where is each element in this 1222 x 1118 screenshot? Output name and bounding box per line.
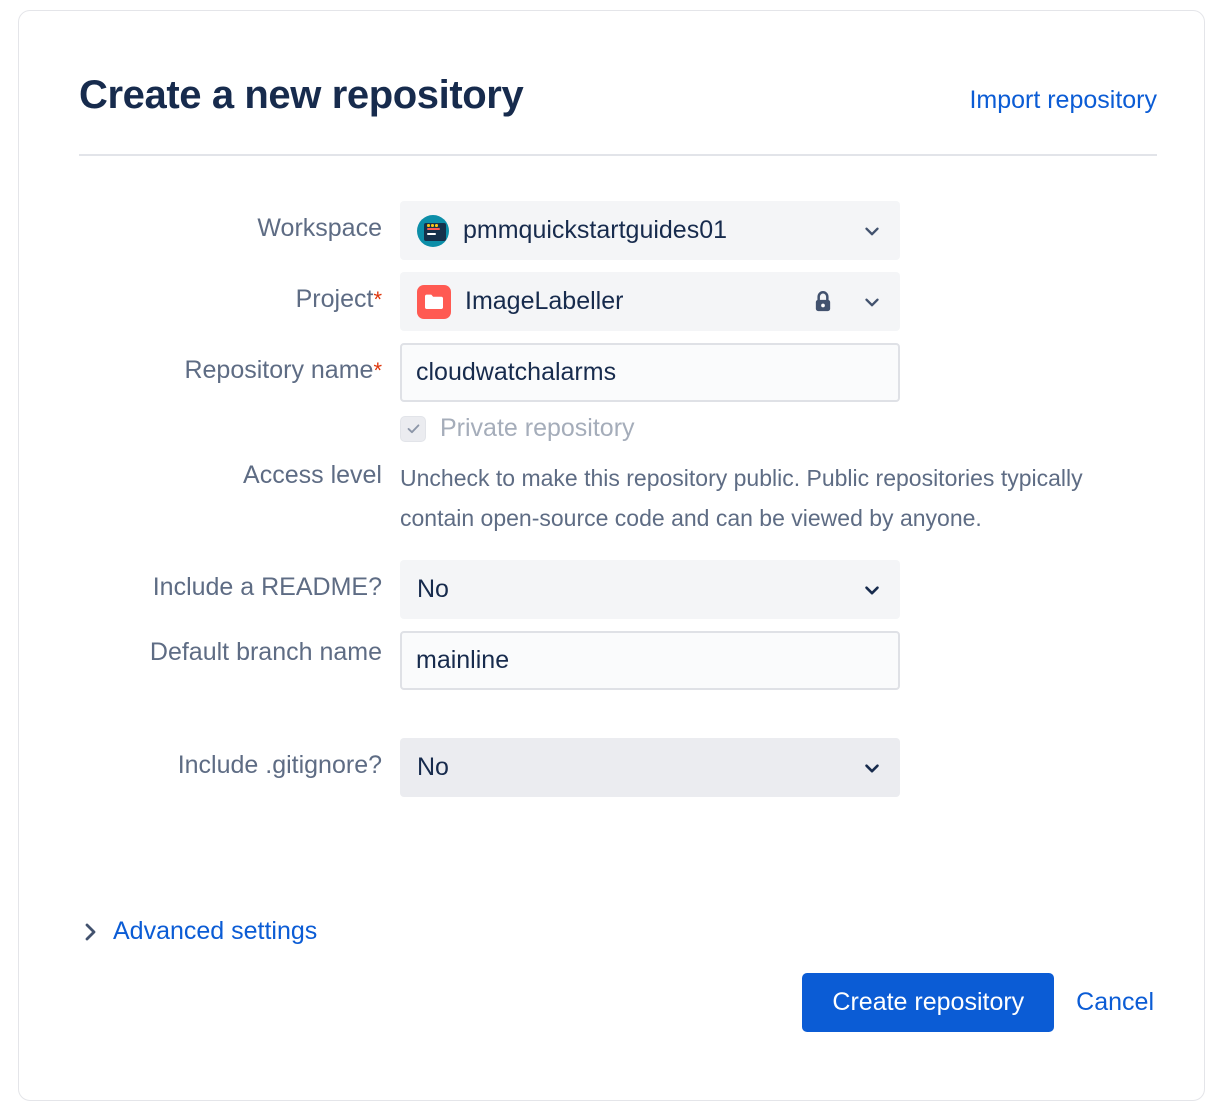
gitignore-select[interactable]: No (400, 738, 900, 798)
form-row-readme: Include a README? No (19, 560, 1204, 620)
import-repository-link[interactable]: Import repository (969, 86, 1157, 114)
readme-label: Include a README? (152, 573, 382, 602)
project-value: ImageLabeller (465, 287, 624, 315)
project-label: Project* (295, 285, 382, 313)
header-divider (79, 154, 1157, 156)
access-level-helper-text: Uncheck to make this repository public. … (400, 465, 1083, 531)
repository-name-input[interactable]: cloudwatchalarms (400, 343, 900, 402)
default-branch-label: Default branch name (149, 638, 382, 667)
private-repository-checkbox[interactable] (400, 415, 426, 442)
workspace-avatar-icon (417, 214, 449, 247)
required-marker: * (373, 287, 382, 312)
gitignore-value: No (417, 753, 449, 782)
repository-name-label: Repository name* (184, 356, 382, 384)
chevron-right-icon (81, 920, 101, 944)
create-repository-button[interactable]: Create repository (802, 973, 1055, 1032)
chevron-down-icon (861, 579, 883, 601)
form-row-default-branch: Default branch name mainline (19, 631, 1204, 691)
check-icon (407, 424, 419, 434)
form-row-project: Project* ImageLabeller (19, 272, 1204, 331)
workspace-value: pmmquickstartguides01 (463, 216, 728, 244)
advanced-settings-label: Advanced settings (113, 917, 318, 945)
chevron-down-icon (861, 220, 883, 242)
readme-select[interactable]: No (400, 560, 900, 620)
form-row-workspace: Workspace pmmquickstartguides01 (19, 201, 1204, 260)
chevron-down-icon (861, 757, 883, 779)
form-actions: Create repository Cancel (802, 973, 1154, 1032)
access-level-label: Access level (243, 461, 382, 490)
required-marker: * (373, 358, 382, 383)
workspace-select[interactable]: pmmquickstartguides01 (400, 201, 900, 260)
default-branch-input[interactable]: mainline (400, 631, 900, 691)
chevron-down-icon (861, 291, 883, 313)
page-title: Create a new repository (79, 73, 524, 117)
folder-icon (417, 284, 451, 319)
repository-name-value: cloudwatchalarms (416, 358, 617, 386)
create-repository-card: Create a new repository Import repositor… (18, 10, 1205, 1101)
project-select[interactable]: ImageLabeller (400, 272, 900, 331)
form-row-gitignore: Include .gitignore? No (19, 738, 1204, 798)
private-repository-label: Private repository (440, 414, 635, 442)
default-branch-value: mainline (416, 646, 510, 675)
lock-icon (809, 288, 837, 316)
card-header: Create a new repository Import repositor… (79, 73, 1157, 117)
workspace-label: Workspace (257, 214, 382, 242)
gitignore-label: Include .gitignore? (177, 751, 382, 780)
advanced-settings-toggle[interactable]: Advanced settings (81, 917, 317, 946)
cancel-button[interactable]: Cancel (1076, 988, 1154, 1016)
form-row-repository-name: Repository name* cloudwatchalarms (19, 343, 1204, 402)
form-row-access-level: Access level Private repository Uncheck … (19, 414, 1204, 538)
create-repository-form: Workspace pmmquickstartguides01 (19, 201, 1204, 809)
readme-value: No (417, 575, 449, 604)
